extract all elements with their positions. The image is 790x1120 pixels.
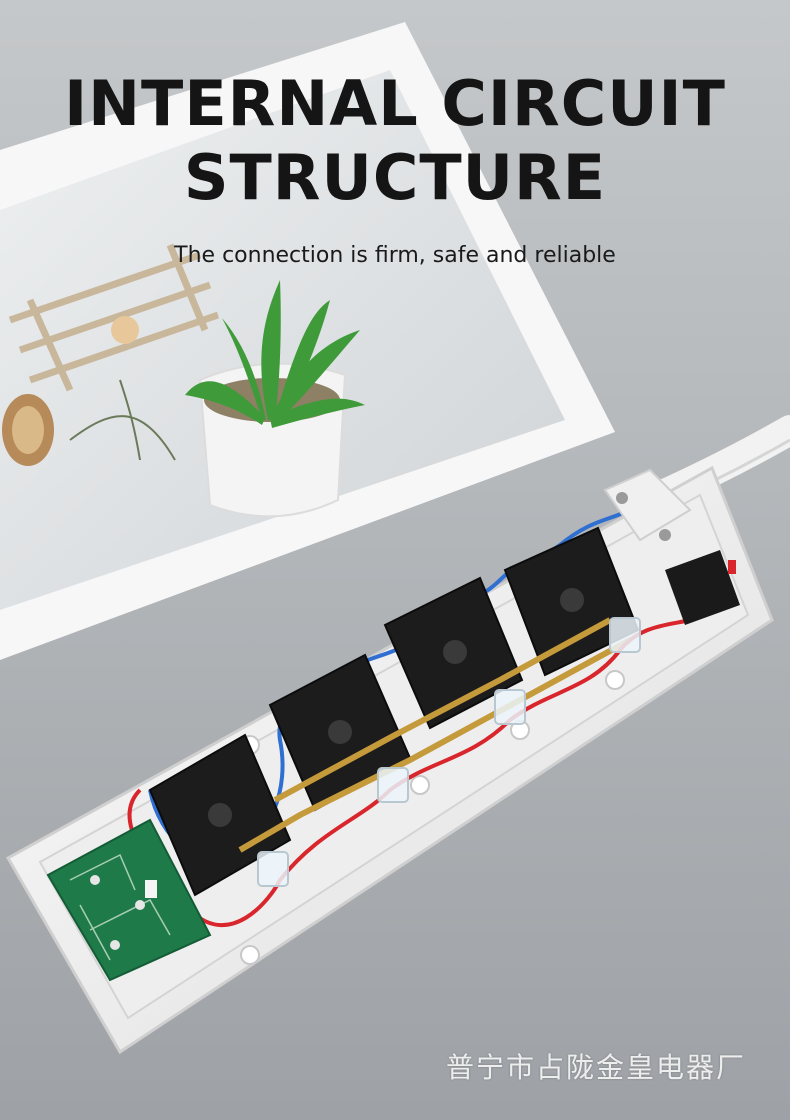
manufacturer-watermark: 普宁市占陇金皇电器厂	[445, 1051, 746, 1084]
rocker-switch-icon	[665, 550, 740, 625]
circuit-board-icon	[46, 818, 212, 982]
subtitle: The connection is firm, safe and reliabl…	[174, 243, 616, 268]
page-title-line-1: INTERNAL CIRCUIT	[64, 67, 726, 140]
potted-succulent-icon	[185, 280, 365, 518]
page-title-line-2: STRUCTURE	[183, 141, 607, 214]
cord-clamp	[603, 468, 692, 542]
terminal-connector	[257, 617, 641, 887]
brass-bus-bar	[238, 617, 632, 853]
